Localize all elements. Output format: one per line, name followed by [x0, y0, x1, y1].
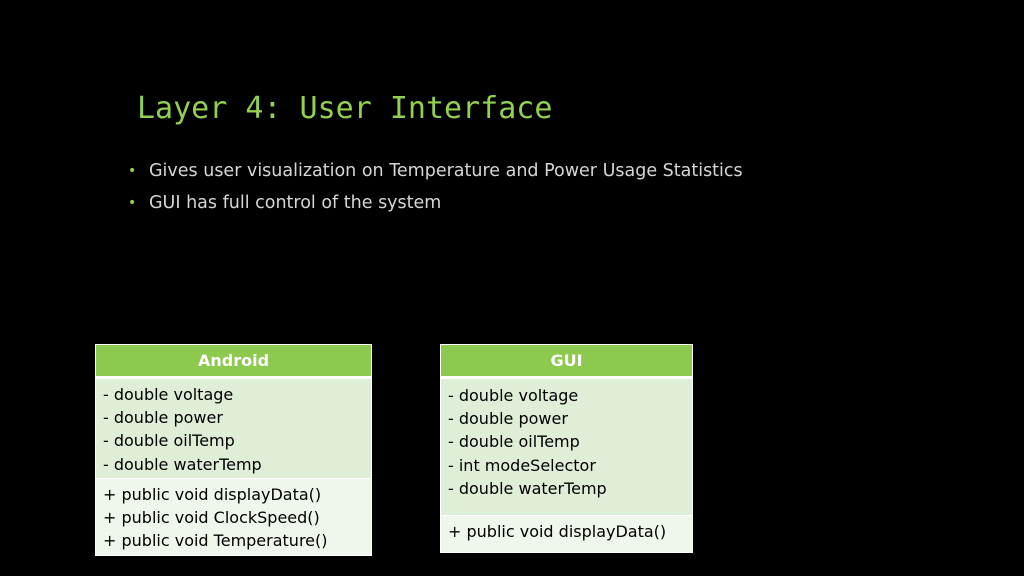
attribute-item: - double voltage	[103, 385, 234, 404]
method-list: + public void displayData() + public voi…	[96, 478, 371, 555]
attribute-item: - int modeSelector	[448, 455, 596, 475]
bullet-item: • Gives user visualization on Temperatur…	[128, 155, 743, 187]
attribute-item: - double oilTemp	[103, 431, 235, 451]
attribute-item: - double oilTemp	[448, 432, 580, 452]
android-class-box: Android - double voltage - double power …	[95, 344, 372, 556]
class-name: GUI	[441, 345, 692, 379]
method-item: + public void displayData()	[103, 485, 322, 504]
method-item: + public void ClockSpeed()	[103, 508, 320, 528]
attribute-item: - double waterTemp	[448, 478, 607, 498]
attribute-item: - double power	[103, 408, 223, 428]
attribute-item: - double waterTemp	[103, 454, 262, 474]
attribute-list: - double voltage - double power - double…	[441, 379, 692, 515]
attribute-item: - double power	[448, 409, 568, 429]
class-name: Android	[96, 345, 371, 379]
attribute-list: - double voltage - double power - double…	[96, 379, 371, 478]
method-item: + public void Temperature()	[103, 531, 328, 551]
bullet-text: GUI has full control of the system	[149, 193, 442, 213]
method-item: + public void displayData()	[448, 522, 667, 541]
attribute-item: - double voltage	[448, 386, 579, 405]
bullet-icon: •	[128, 163, 137, 179]
bullet-item: • GUI has full control of the system	[128, 187, 743, 219]
bullet-text: Gives user visualization on Temperature …	[149, 161, 743, 181]
gui-class-box: GUI - double voltage - double power - do…	[440, 344, 693, 553]
slide-title: Layer 4: User Interface	[137, 91, 553, 126]
bullet-list: • Gives user visualization on Temperatur…	[128, 155, 743, 219]
method-list: + public void displayData()	[441, 515, 692, 552]
bullet-icon: •	[128, 195, 137, 211]
